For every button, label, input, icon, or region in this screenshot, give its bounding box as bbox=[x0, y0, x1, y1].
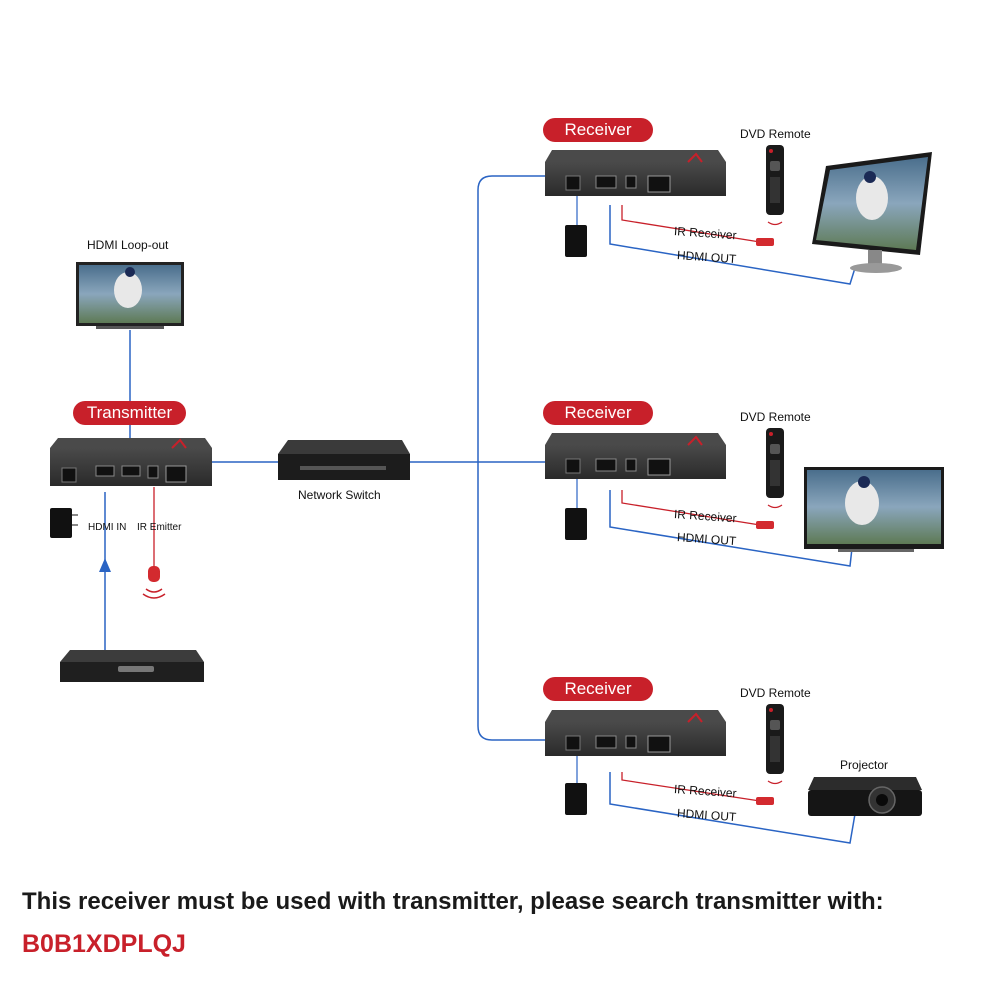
ir-emitter-label: IR Emitter bbox=[137, 522, 182, 533]
hdmi-cables bbox=[104, 175, 856, 844]
trunk-cable bbox=[477, 175, 545, 741]
network-switch-label: Network Switch bbox=[298, 488, 381, 502]
rx-power-adapter-icons bbox=[565, 225, 587, 815]
hdmi-in-arrow bbox=[99, 558, 111, 572]
transmitter-badge: Transmitter bbox=[73, 401, 186, 425]
receiver-unit-icon-2 bbox=[545, 433, 726, 479]
loopout-label: HDMI Loop-out bbox=[87, 238, 169, 252]
tv-icon bbox=[804, 467, 944, 552]
rx1-hdmi-out-cable bbox=[609, 205, 856, 285]
ir-cables bbox=[153, 205, 761, 802]
transmitter-unit-icon bbox=[50, 438, 212, 486]
dvd-remote-label-3: DVD Remote bbox=[740, 686, 811, 700]
projector-icon bbox=[808, 777, 922, 816]
receiver-badge-2: Receiver bbox=[543, 401, 653, 425]
receiver-badge-3: Receiver bbox=[543, 677, 653, 701]
rx3-hdmi-out-cable bbox=[609, 772, 856, 844]
dvd-remote-label-2: DVD Remote bbox=[740, 410, 811, 424]
tx-power-adapter-icon bbox=[50, 508, 78, 538]
remote-signal-waves bbox=[767, 221, 783, 785]
dvd-remote-label-1: DVD Remote bbox=[740, 127, 811, 141]
network-switch-icon bbox=[278, 440, 410, 480]
ir-receiver-icons bbox=[756, 238, 774, 805]
loopout-tv-icon bbox=[76, 262, 184, 329]
dvd-remote-icons bbox=[766, 145, 784, 774]
product-code: B0B1XDPLQJ bbox=[22, 930, 186, 958]
receiver-unit-icon-3 bbox=[545, 710, 726, 756]
receiver-badge-1: Receiver bbox=[543, 118, 653, 142]
monitor-icon bbox=[812, 152, 932, 273]
footer-notice: This receiver must be used with transmit… bbox=[22, 888, 884, 915]
source-dvr-icon bbox=[60, 650, 204, 682]
ir-emitter-icon bbox=[142, 566, 166, 599]
hdmi-in-label: HDMI IN bbox=[88, 522, 127, 533]
rx2-hdmi-out-cable bbox=[609, 490, 853, 567]
receiver-unit-icon-1 bbox=[545, 150, 726, 196]
projector-label: Projector bbox=[840, 758, 889, 772]
